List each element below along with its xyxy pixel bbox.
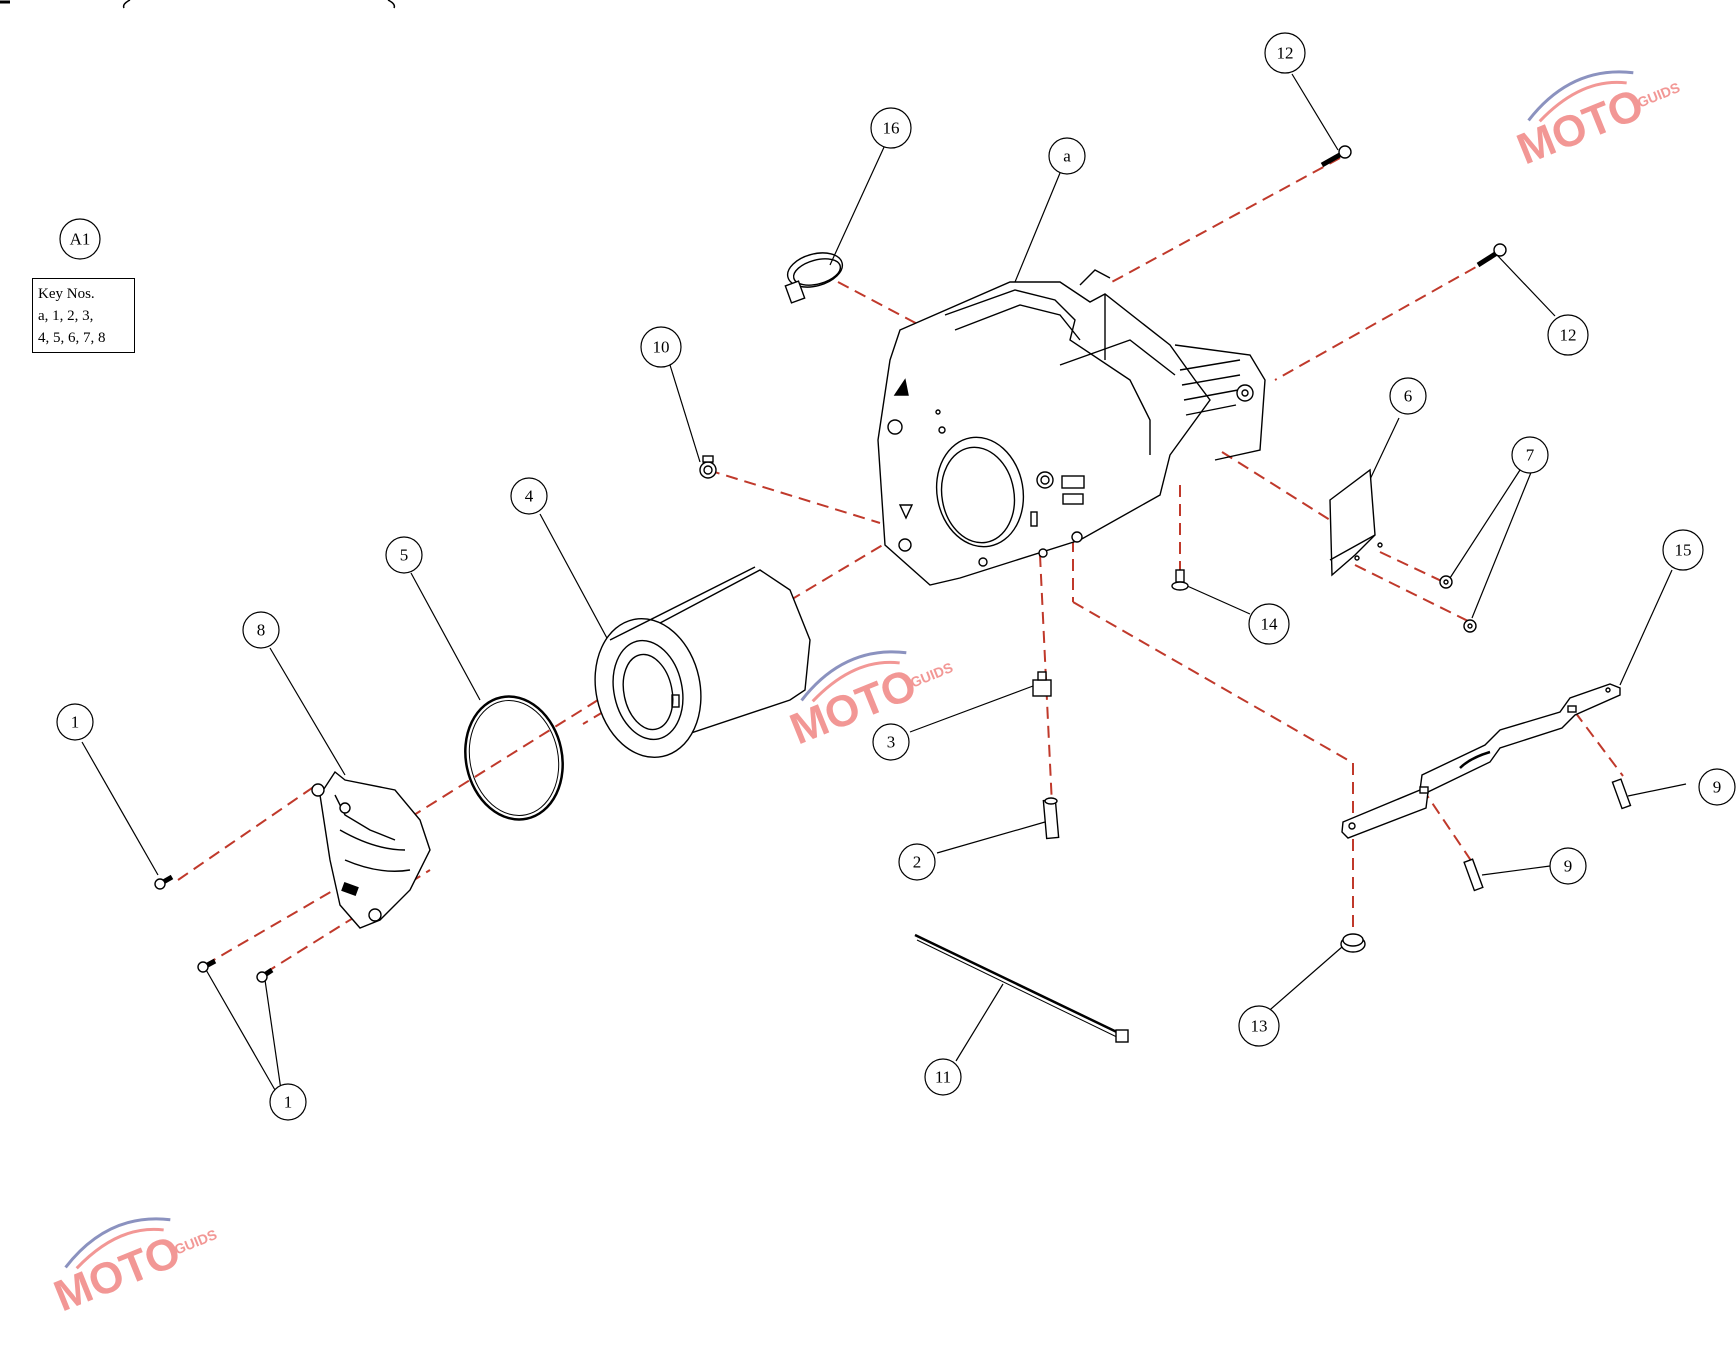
- svg-text:12: 12: [1560, 326, 1577, 345]
- callout-9-mid: 9: [1549, 847, 1587, 885]
- callout-10: 10: [640, 326, 682, 368]
- svg-text:9: 9: [1713, 778, 1722, 797]
- svg-text:12: 12: [1277, 44, 1294, 63]
- svg-text:MOTO: MOTO: [47, 1227, 187, 1322]
- callout-4: 4: [510, 477, 548, 515]
- callout-16: 16: [870, 107, 912, 149]
- callout-12-right: 12: [1547, 314, 1589, 356]
- svg-text:11: 11: [935, 1068, 951, 1087]
- callout-14: 14: [1248, 603, 1290, 645]
- svg-text:GUIDS: GUIDS: [908, 659, 955, 690]
- screw-1-left: [154, 874, 174, 890]
- callout-1-bottom: 1: [269, 1083, 307, 1121]
- screw-12-right: [1476, 243, 1507, 268]
- svg-text:5: 5: [400, 546, 409, 565]
- parts: [154, 145, 1632, 1043]
- callout-2: 2: [898, 843, 936, 881]
- svg-text:7: 7: [1526, 446, 1535, 465]
- svg-text:4: 4: [525, 487, 534, 506]
- tube-2: [1042, 797, 1060, 840]
- filter-element: [594, 566, 811, 759]
- svg-text:10: 10: [653, 338, 670, 357]
- o-ring: [464, 695, 564, 821]
- key-box-line-1: Key Nos.: [38, 286, 95, 302]
- svg-text:15: 15: [1675, 541, 1692, 560]
- support-plate: [1341, 683, 1621, 839]
- key-box-line-3: 4, 5, 6, 7, 8: [38, 330, 106, 346]
- end-cover: [311, 770, 431, 929]
- callout-9-right: 9: [1698, 768, 1736, 806]
- screw-1-bottom-b: [256, 967, 274, 983]
- callout-12-top: 12: [1264, 32, 1306, 74]
- screw-7-upper: [1439, 575, 1453, 589]
- svg-text:8: 8: [257, 621, 266, 640]
- pin-9-right: [1611, 778, 1632, 810]
- svg-text:14: 14: [1261, 615, 1279, 634]
- key-numbers-box: Key Nos. a, 1, 2, 3, 4, 5, 6, 7, 8: [32, 278, 135, 353]
- main-housing: [877, 269, 1266, 586]
- callout-11: 11: [924, 1058, 962, 1096]
- callouts: A1 12 16 a 12 10: [56, 32, 1736, 1121]
- callout-5: 5: [385, 536, 423, 574]
- svg-text:a: a: [1063, 147, 1071, 166]
- svg-text:MOTO: MOTO: [1510, 80, 1650, 175]
- screw-7-lower: [1463, 619, 1477, 633]
- top-edge-fragment: [0, 0, 396, 9]
- grommet-13: [1340, 933, 1366, 953]
- svg-text:6: 6: [1404, 387, 1413, 406]
- connector-3: [1032, 671, 1052, 697]
- svg-text:1: 1: [71, 713, 80, 732]
- svg-text:3: 3: [887, 733, 896, 752]
- svg-text:9: 9: [1564, 857, 1573, 876]
- callout-6: 6: [1389, 377, 1427, 415]
- callout-A1: A1: [59, 218, 101, 260]
- hose-clip: [784, 252, 844, 304]
- svg-text:GUIDS: GUIDS: [1635, 79, 1682, 110]
- callout-1-left: 1: [56, 703, 94, 741]
- screw-14: [1171, 569, 1189, 591]
- watermark-bottom-left: MOTO GUIDS: [47, 1217, 219, 1322]
- bracket-6: [1329, 468, 1383, 577]
- svg-text:1: 1: [284, 1093, 293, 1112]
- callout-3: 3: [872, 723, 910, 761]
- callout-a: a: [1048, 137, 1086, 175]
- pin-9-mid: [1463, 858, 1484, 892]
- svg-text:A1: A1: [70, 230, 91, 249]
- svg-text:GUIDS: GUIDS: [172, 1226, 219, 1257]
- svg-text:13: 13: [1251, 1017, 1268, 1036]
- screw-12-top: [1320, 145, 1352, 168]
- callout-8: 8: [242, 611, 280, 649]
- screw-1-bottom-a: [197, 958, 217, 973]
- svg-text:2: 2: [913, 853, 922, 872]
- fitting-10: [699, 455, 717, 479]
- callout-13: 13: [1238, 1005, 1280, 1047]
- leader-lines: [81, 73, 1687, 1091]
- svg-text:16: 16: [883, 119, 900, 138]
- cable-tie: [914, 933, 1129, 1043]
- key-box-line-2: a, 1, 2, 3,: [38, 308, 94, 324]
- watermark-top-right: MOTO GUIDS: [1510, 70, 1682, 175]
- callout-7: 7: [1511, 436, 1549, 474]
- callout-15: 15: [1662, 529, 1704, 571]
